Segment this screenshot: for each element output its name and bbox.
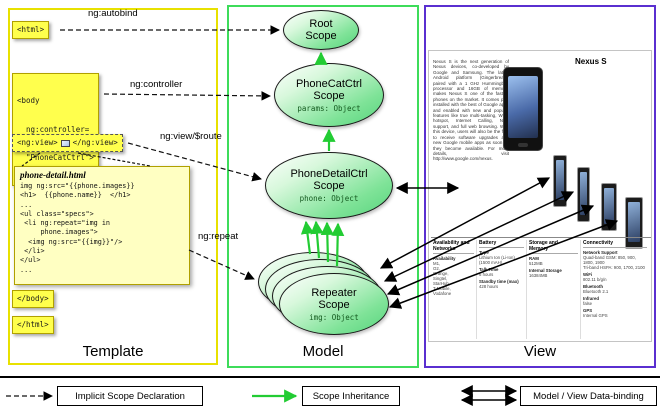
spec-item: Talk Time 6 hours <box>479 267 499 277</box>
view-column-label: View <box>523 343 557 360</box>
legend-implicit-label: Implicit Scope Declaration <box>75 390 185 402</box>
spec-item: RAM 512MB <box>529 256 543 266</box>
spec-header: Storage and Memory <box>529 240 578 254</box>
code-line: <ul class="specs"> <box>20 209 94 218</box>
spec-item: Type Lithium Ion (Li-Ion) (1500 mAH) <box>479 250 515 265</box>
scope-name: Scope <box>313 89 345 102</box>
phone-title: Nexus S <box>575 57 607 66</box>
phone-home-button <box>518 143 528 147</box>
spec-item: Infrared false <box>583 296 599 306</box>
html-open-tag: <html> <box>12 21 50 39</box>
edge-label-ng-autobind: ng:autobind <box>88 8 138 19</box>
spec-column-battery: Battery Type Lithium Ion (Li-Ion) (1500 … <box>477 240 527 339</box>
template-column-label: Template <box>82 343 144 360</box>
ng-view-close-text: </ng:view> <box>72 138 118 148</box>
phone-thumbnail <box>577 167 590 222</box>
code-line: </li> <box>20 247 45 256</box>
thumbnail-screen <box>580 172 587 215</box>
edge-label-ng-controller: ng:controller <box>130 79 183 90</box>
spec-item: Bluetooth Bluetooth 2.1 <box>583 284 609 294</box>
body-open-line: <body <box>17 96 40 105</box>
spec-item: Internal Storage 16384MB <box>529 268 562 278</box>
phone-main-image <box>503 67 543 151</box>
spec-header: Connectivity <box>583 240 647 248</box>
legend-scope-inheritance: Scope Inheritance <box>302 386 400 406</box>
phone-detail-page: Nexus S is the next generation of Nexus … <box>428 50 652 342</box>
phonecatctrl-scope-ellipse: PhoneCatCtrl Scope params: Object <box>274 63 384 127</box>
body-open-line: "PhoneCatCtrl"> <box>17 153 94 162</box>
phone-screen <box>508 76 538 138</box>
code-line: <img ng:src="{{img}}"/> <box>20 237 123 246</box>
phonedetailctrl-scope-ellipse: PhoneDetailCtrl Scope phone: Object <box>265 152 393 219</box>
scope-property: phone: Object <box>299 194 359 203</box>
edge-label-ng-repeat: ng:repeat <box>198 231 239 242</box>
ng-view-tag: <ng:view> </ng:view> <box>12 134 123 152</box>
code-line: </ul> <box>20 256 41 265</box>
template-column-frame <box>8 8 218 365</box>
edge-label-ng-view-route: ng:view/$route <box>160 131 222 142</box>
spec-item: Network Support Quad-band GSM: 850, 900,… <box>583 250 645 270</box>
spec-items: Type Lithium Ion (Li-Ion) (1500 mAH) Tal… <box>479 250 524 289</box>
spec-item: GPS Internal GPS <box>583 308 608 318</box>
code-title: phone-detail.html <box>20 170 86 180</box>
spec-column-storage: Storage and Memory RAM 512MB Internal St… <box>527 240 581 339</box>
spec-items: RAM 512MB Internal Storage 16384MB <box>529 256 578 278</box>
code-line: <li ng:repeat="img in <box>20 219 111 228</box>
ng-view-open-text: <ng:view> <box>17 138 58 148</box>
spec-items: Network Support Quad-band GSM: 850, 900,… <box>583 250 647 318</box>
scope-name: Repeater <box>311 286 357 299</box>
phone-detail-template-code: phone-detail.html img ng:src="{{phone.im… <box>14 166 190 285</box>
code-line: ... <box>20 200 33 209</box>
thumbnail-screen <box>556 160 564 200</box>
legend-inheritance-label: Scope Inheritance <box>312 390 390 402</box>
legend-databinding-label: Model / View Data-binding <box>533 390 644 402</box>
legend-data-binding: Model / View Data-binding <box>520 386 657 406</box>
spec-item: Availability M1, O2, Orange, Singtel, St… <box>433 256 456 296</box>
spec-item: Standby time (max) 428 hours <box>479 279 519 289</box>
spec-header: Battery <box>479 240 524 248</box>
body-open-line: ng:controller= <box>17 124 90 134</box>
html-close-tag: </html> <box>12 316 54 334</box>
spec-items: Availability M1, O2, Orange, Singtel, St… <box>433 256 474 296</box>
phone-description: Nexus S is the next generation of Nexus … <box>433 59 509 162</box>
thumbnail-screen <box>604 188 614 224</box>
phone-thumbnail <box>553 155 567 207</box>
model-column-label: Model <box>302 343 344 360</box>
scope-name: PhoneDetailCtrl <box>290 168 368 180</box>
root-scope-ellipse: Root Scope <box>283 10 359 50</box>
code-line: phone.images"> <box>20 228 98 237</box>
scope-name: Root <box>309 18 333 30</box>
scope-name: Scope <box>305 30 337 42</box>
scope-name: Scope <box>313 180 345 192</box>
code-line: img ng:src="{{phone.images}} <box>20 182 135 190</box>
body-close-tag: </body> <box>12 290 54 308</box>
repeater-scope-ellipse: Repeater Scope img: Object <box>279 273 389 335</box>
code-line: <h1> {{phone.name}} </h1> <box>20 191 131 200</box>
spec-item: WiFi 802.11 b/g/n <box>583 272 607 282</box>
spec-column-connectivity: Connectivity Network Support Quad-band G… <box>581 240 649 339</box>
code-lines: img ng:src="{{phone.images}}<h1> {{phone… <box>20 182 184 275</box>
scope-name: PhoneCatCtrl <box>295 77 363 90</box>
spec-table: Availability and Networks Availability M… <box>431 237 651 339</box>
scope-property: img: Object <box>309 312 359 322</box>
legend-implicit-scope: Implicit Scope Declaration <box>57 386 203 406</box>
scope-name: Scope <box>318 298 350 311</box>
phone-thumbnail <box>625 197 643 249</box>
code-line: ... <box>20 265 33 274</box>
phone-thumbnail <box>601 183 617 231</box>
thumbnail-screen <box>628 202 640 242</box>
monitor-icon <box>60 139 70 147</box>
spec-column-availability: Availability and Networks Availability M… <box>431 240 477 339</box>
scope-property: params: Object <box>297 103 361 113</box>
spec-header: Availability and Networks <box>433 240 474 254</box>
